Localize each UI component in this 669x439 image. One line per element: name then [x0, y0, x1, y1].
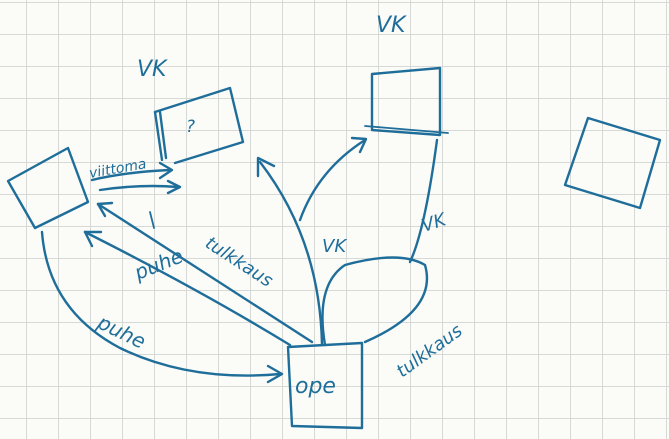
student-box-top	[364, 66, 449, 137]
teacher-box	[286, 341, 364, 430]
student-box-far-right	[563, 116, 662, 210]
label-vk-mid: VK	[322, 236, 347, 257]
student-box-left	[6, 146, 90, 230]
arrow-tulkkaus-left	[96, 201, 314, 344]
arrow-viittoma	[90, 161, 182, 195]
label-tulkkaus-mid: tulkkaus	[201, 233, 276, 292]
label-tulkkaus-right: tulkkaus	[393, 320, 467, 382]
arrow-puhe-lower	[40, 230, 284, 384]
label-vk-left: VK	[137, 57, 168, 82]
label-puhe-lower: puhe	[93, 309, 150, 353]
label-viittoma: viittoma	[88, 156, 148, 182]
arrow-to-question-box	[256, 156, 324, 347]
label-question-mark: ?	[186, 117, 195, 137]
arrow-puhe-upper	[83, 230, 292, 347]
arrow-to-top-box	[298, 136, 368, 222]
label-puhe-upper: puhe	[130, 244, 187, 285]
label-ope: ope	[295, 374, 336, 399]
label-vk-top: VK	[376, 13, 407, 38]
loop-vk-right	[321, 138, 439, 347]
student-box-question	[153, 86, 245, 165]
